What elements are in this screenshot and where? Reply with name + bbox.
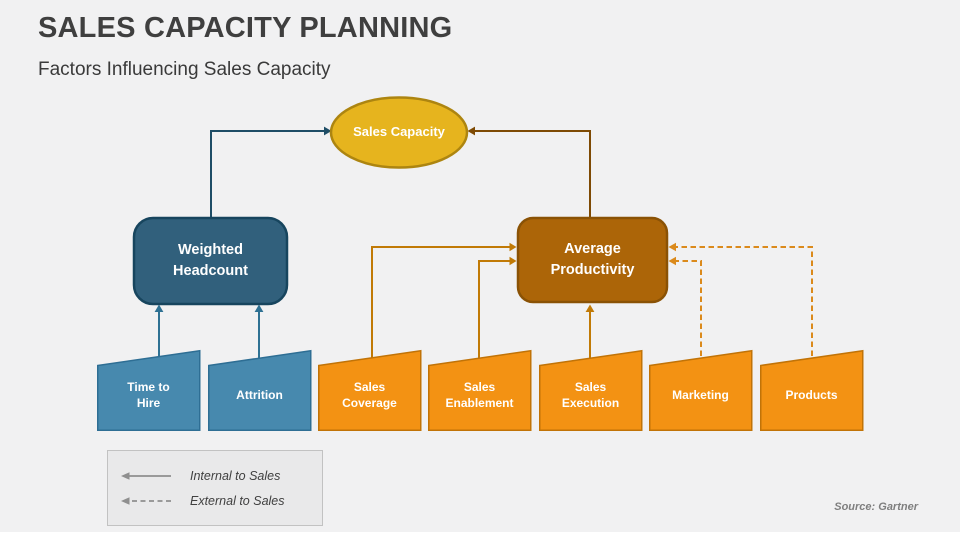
page-subtitle: Factors Influencing Sales Capacity <box>38 59 331 80</box>
node-sales-coverage: Sales Coverage <box>342 379 397 410</box>
node-sales-execution-shape <box>539 349 643 431</box>
connector-sales-coverage-arrow <box>371 242 517 365</box>
arrowhead-right-icon <box>509 242 517 252</box>
connector-sales-execution-arrow <box>585 304 595 365</box>
node-sales-enablement-shape <box>428 349 532 431</box>
node-shapes <box>97 96 864 431</box>
node-sales-execution: Sales Execution <box>561 379 620 410</box>
node-average-productivity: Average Productivity <box>550 240 635 278</box>
solid-arrow-left-icon <box>121 471 171 480</box>
node-time-to-hire-shape <box>97 349 201 431</box>
node-sales-capacity-shape <box>329 96 469 169</box>
connector-products-arrow <box>668 242 813 365</box>
arrowhead-left-icon <box>668 256 676 266</box>
node-weighted-headcount-shape <box>132 216 289 306</box>
node-sales-capacity: Sales Capacity <box>353 124 445 140</box>
legend-item-internal: Internal to Sales <box>118 468 322 484</box>
legend: Internal to Sales External to Sales <box>107 450 323 526</box>
connector-headcount-to-capacity-arrow <box>210 126 332 218</box>
connector-attrition-arrow <box>254 304 264 365</box>
node-attrition-shape <box>208 349 312 431</box>
arrowhead-right-icon <box>324 126 332 136</box>
legend-item-label: External to Sales <box>190 493 285 508</box>
node-products: Products <box>785 387 838 402</box>
connector-sales-enablement-arrow <box>478 256 517 365</box>
page-margin-bottom <box>0 532 960 540</box>
node-average-productivity-shape <box>516 216 669 304</box>
node-attrition: Attrition <box>236 387 283 402</box>
node-products-shape <box>760 349 864 431</box>
arrowhead-left-icon <box>467 126 475 136</box>
connector-layer <box>154 126 813 365</box>
legend-item-external: External to Sales <box>118 493 322 509</box>
arrowhead-up-icon <box>154 304 164 312</box>
dashed-arrow-left-icon <box>121 496 171 505</box>
node-marketing: Marketing <box>672 387 729 402</box>
legend-item-label: Internal to Sales <box>190 468 281 483</box>
node-sales-coverage-shape <box>318 349 422 431</box>
connector-marketing-arrow <box>668 256 702 365</box>
page-title: SALES CAPACITY PLANNING <box>38 12 453 44</box>
arrowhead-up-icon <box>254 304 264 312</box>
node-weighted-headcount: Weighted Headcount <box>173 241 248 279</box>
node-marketing-shape <box>649 349 753 431</box>
node-time-to-hire: Time to Hire <box>127 379 170 410</box>
arrowhead-left-icon <box>668 242 676 252</box>
connector-productivity-to-capacity-arrow <box>467 126 591 218</box>
node-sales-enablement: Sales Enablement <box>445 379 514 410</box>
arrowhead-right-icon <box>509 256 517 266</box>
source-attribution: Source: Gartner <box>834 501 918 513</box>
arrowhead-up-icon <box>585 304 595 312</box>
